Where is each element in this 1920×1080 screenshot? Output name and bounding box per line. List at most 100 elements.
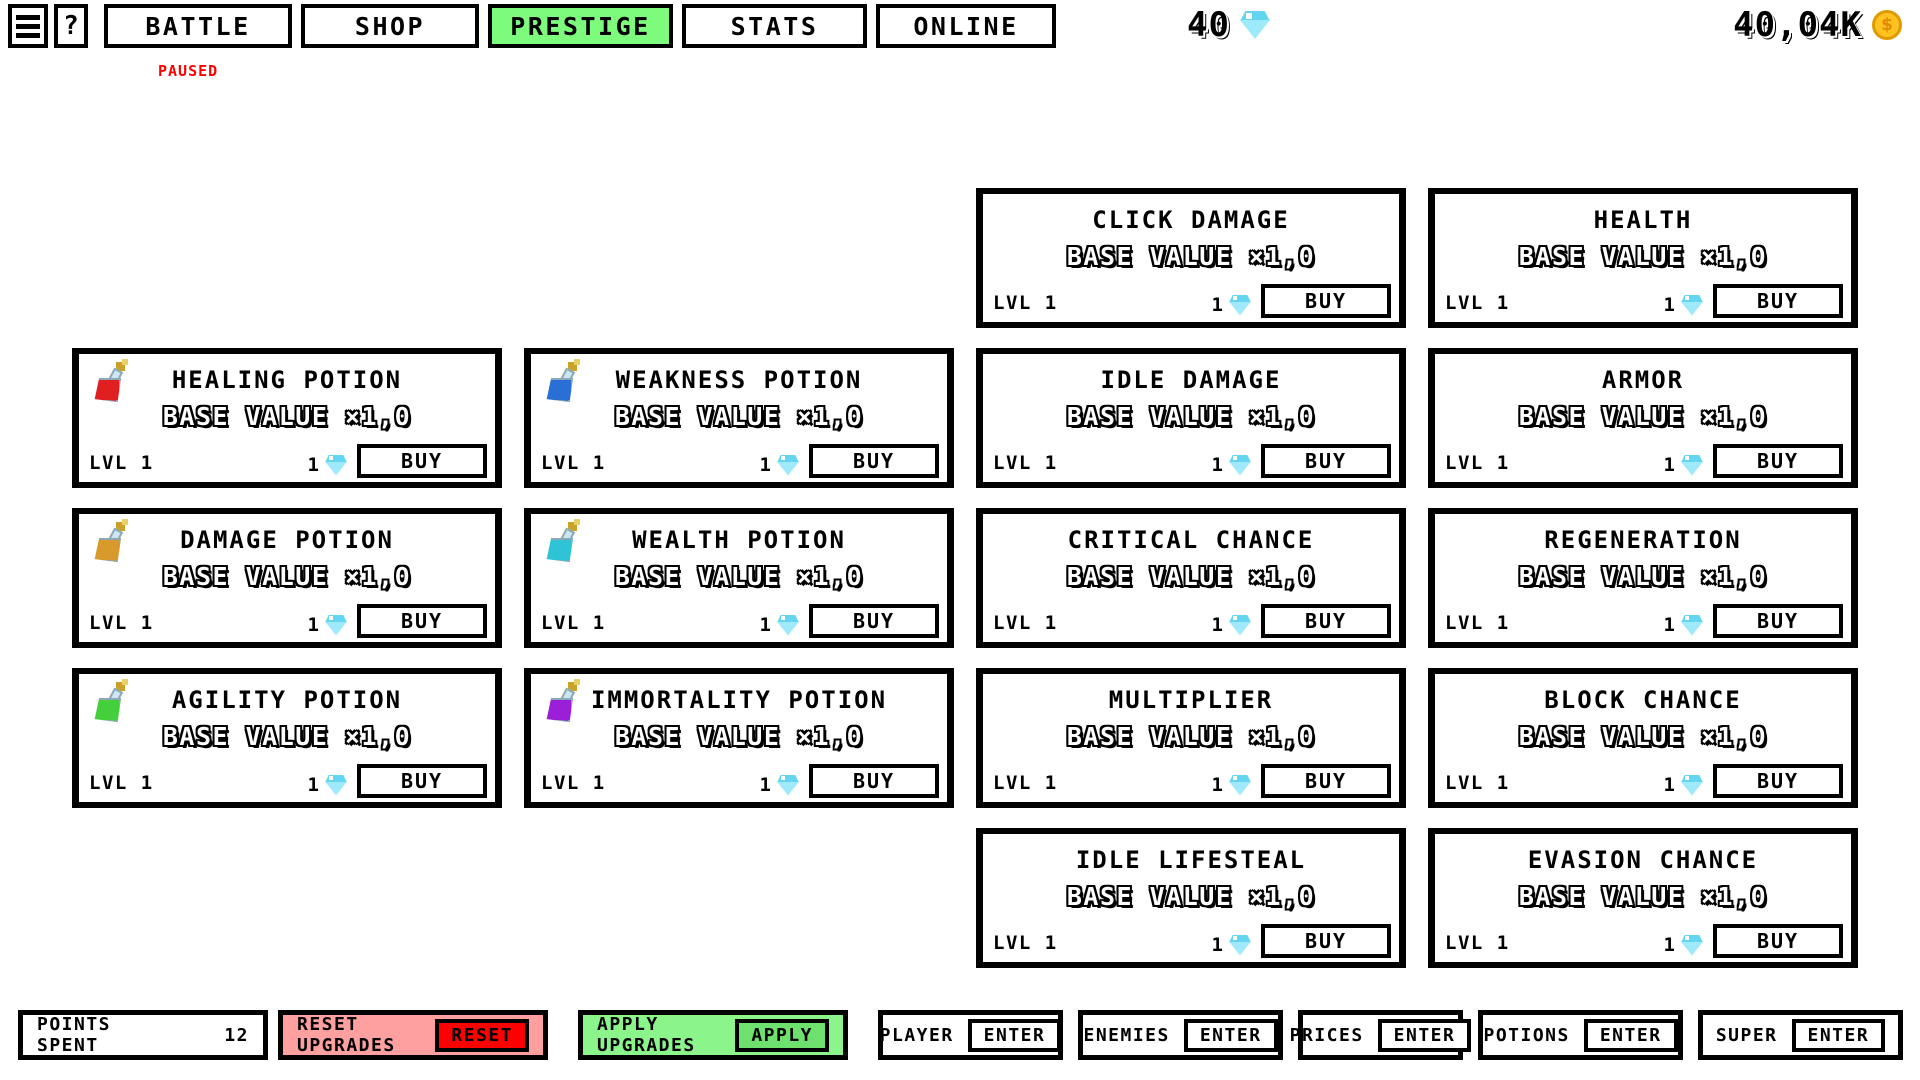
gem-icon — [325, 454, 347, 476]
apply-button[interactable]: APPLY — [735, 1018, 829, 1052]
card-level: LVL 1 — [541, 452, 606, 474]
card-cost: 1 — [1664, 934, 1703, 956]
entry-label: SUPER — [1715, 1024, 1778, 1046]
buy-button[interactable]: BUY — [809, 764, 939, 798]
buy-button[interactable]: BUY — [1713, 764, 1843, 798]
card-title: DAMAGE POTION — [180, 526, 394, 554]
buy-button[interactable]: BUY — [1261, 924, 1391, 958]
card-level: LVL 1 — [993, 292, 1058, 314]
gem-icon — [1229, 774, 1251, 796]
enter-button[interactable]: ENTER — [1791, 1018, 1886, 1052]
entry-panel-super[interactable]: SUPER ENTER — [1698, 1010, 1903, 1060]
gem-icon — [1229, 934, 1251, 956]
card-cost: 1 — [1212, 614, 1251, 636]
card-title: EVASION CHANCE — [1527, 846, 1759, 874]
nav-tab-battle[interactable]: BATTLE — [104, 4, 292, 48]
card-title: MULTIPLIER — [1108, 686, 1274, 714]
points-spent-label: POINTS SPENT — [37, 1014, 112, 1056]
buy-button[interactable]: BUY — [357, 764, 487, 798]
gem-icon — [325, 774, 347, 796]
buy-button[interactable]: BUY — [1261, 764, 1391, 798]
enter-button[interactable]: ENTER — [1583, 1018, 1678, 1052]
card-cost-value: 1 — [1663, 774, 1675, 796]
entry-label: ENEMIES — [1083, 1024, 1170, 1046]
card-level: LVL 1 — [1445, 452, 1510, 474]
card-cost: 1 — [1664, 774, 1703, 796]
reset-upgrades-panel[interactable]: RESET UPGRADES RESET — [278, 1010, 548, 1060]
entry-panel-player[interactable]: PLAYER ENTER — [878, 1010, 1063, 1060]
card-level: LVL 1 — [89, 452, 154, 474]
entry-label: PLAYER — [879, 1024, 954, 1046]
card-cost-value: 1 — [1211, 614, 1223, 636]
gem-icon — [1681, 614, 1703, 636]
card-title: HEALTH — [1593, 206, 1693, 234]
card-level: LVL 1 — [89, 612, 154, 634]
card-base-value: BASE VALUE ×1,0 — [1518, 562, 1768, 591]
potion-icon — [543, 359, 583, 404]
card-cost-value: 1 — [1663, 934, 1675, 956]
gem-icon — [325, 614, 347, 636]
card-base-value: BASE VALUE ×1,0 — [1518, 722, 1768, 751]
card-cost-value: 1 — [1211, 294, 1223, 316]
entry-panel-enemies[interactable]: ENEMIES ENTER — [1078, 1010, 1283, 1060]
enter-button[interactable]: ENTER — [1377, 1018, 1472, 1052]
card-cost-value: 1 — [1663, 614, 1675, 636]
buy-button[interactable]: BUY — [1713, 604, 1843, 638]
card-level: LVL 1 — [541, 612, 606, 634]
card-level: LVL 1 — [541, 772, 606, 794]
card-title: BLOCK CHANCE — [1544, 686, 1742, 714]
gem-icon — [1681, 454, 1703, 476]
nav-tab-prestige[interactable]: PRESTIGE — [488, 4, 673, 48]
reset-button[interactable]: RESET — [435, 1018, 529, 1052]
enter-button[interactable]: ENTER — [967, 1018, 1062, 1052]
card-cost: 1 — [760, 614, 799, 636]
card-base-value: BASE VALUE ×1,0 — [1066, 562, 1316, 591]
card-cost: 1 — [1664, 294, 1703, 316]
buy-button[interactable]: BUY — [1261, 604, 1391, 638]
entry-label: PRICES — [1289, 1024, 1364, 1046]
apply-upgrades-panel[interactable]: APPLY UPGRADES APPLY — [578, 1010, 848, 1060]
hamburger-menu-button[interactable] — [8, 4, 48, 48]
card-title: WEAKNESS POTION — [615, 366, 863, 394]
buy-button[interactable]: BUY — [1261, 284, 1391, 318]
buy-button[interactable]: BUY — [1713, 284, 1843, 318]
card-base-value: BASE VALUE ×1,0 — [1066, 882, 1316, 911]
card-cost-value: 1 — [1663, 454, 1675, 476]
entry-label: POTIONS — [1483, 1024, 1570, 1046]
points-spent-display: POINTS SPENT 12 — [18, 1010, 268, 1060]
card-base-value: BASE VALUE ×1,0 — [1066, 722, 1316, 751]
buy-button[interactable]: BUY — [357, 604, 487, 638]
buy-button[interactable]: BUY — [1713, 924, 1843, 958]
card-base-value: BASE VALUE ×1,0 — [614, 402, 864, 431]
gem-icon — [1681, 294, 1703, 316]
entry-panel-potions[interactable]: POTIONS ENTER — [1478, 1010, 1683, 1060]
coin-amount: 40,04K — [1733, 5, 1862, 45]
nav-tab-online[interactable]: ONLINE — [876, 4, 1056, 48]
help-button[interactable]: ? — [54, 4, 88, 48]
buy-button[interactable]: BUY — [809, 444, 939, 478]
enter-button[interactable]: ENTER — [1183, 1018, 1278, 1052]
entry-panel-prices[interactable]: PRICES ENTER — [1290, 1010, 1472, 1060]
buy-button[interactable]: BUY — [1261, 444, 1391, 478]
card-base-value: BASE VALUE ×1,0 — [1518, 242, 1768, 271]
potion-icon — [91, 359, 131, 404]
card-cost: 1 — [1212, 454, 1251, 476]
gem-icon — [1229, 614, 1251, 636]
card-title: CLICK DAMAGE — [1092, 206, 1290, 234]
nav-tab-shop[interactable]: SHOP — [301, 4, 479, 48]
gem-icon — [777, 454, 799, 476]
buy-button[interactable]: BUY — [809, 604, 939, 638]
buy-button[interactable]: BUY — [357, 444, 487, 478]
nav-tab-stats[interactable]: STATS — [682, 4, 867, 48]
buy-button[interactable]: BUY — [1713, 444, 1843, 478]
gem-icon — [777, 774, 799, 796]
